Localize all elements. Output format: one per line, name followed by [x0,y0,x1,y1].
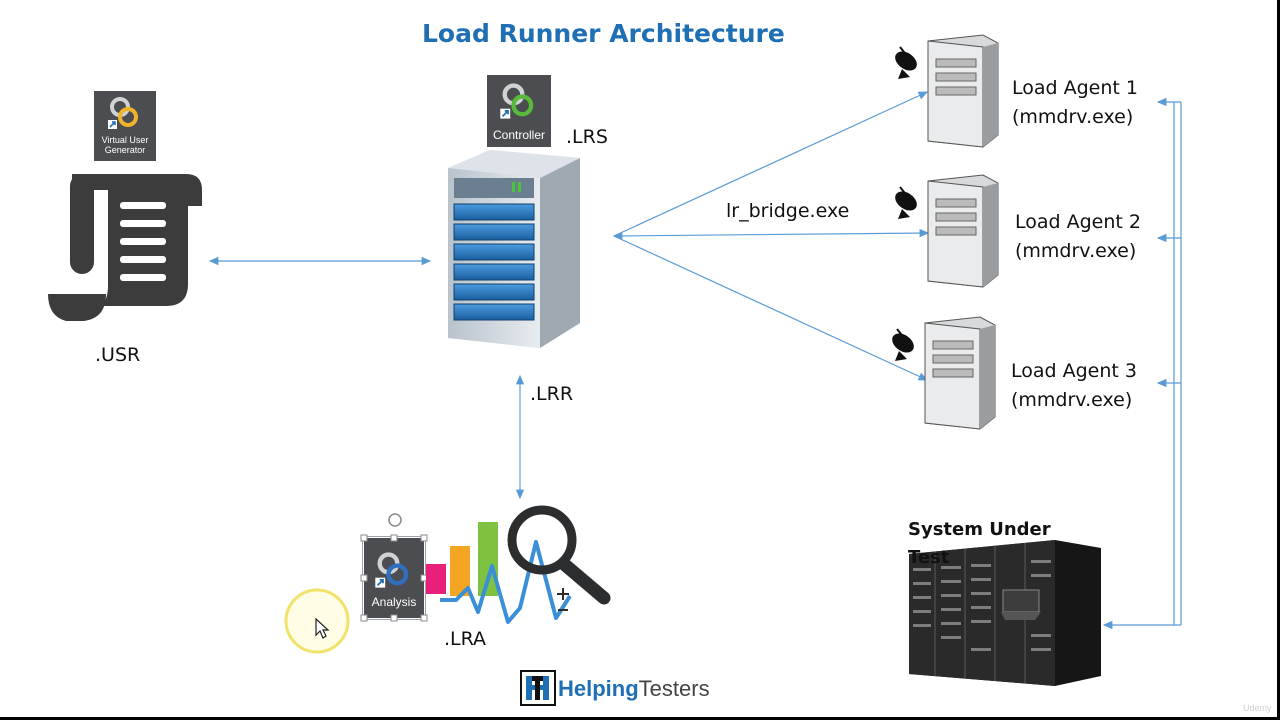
arrow-controller-agent2 [612,228,930,241]
loadrunner-logo-icon [375,552,409,588]
controller-app-icon: Controller [487,75,551,147]
watermark: Udemy [1243,703,1272,713]
load-agent-2-name: Load Agent 2 [1015,211,1141,233]
arrow-controller-agent3 [613,235,929,381]
lrs-extension-label: .LRS [566,126,608,148]
vugen-icon-label: Virtual User Generator [101,135,149,155]
analysis-graph-illustration [360,505,611,624]
load-agent-1-server-icon [895,34,999,148]
analysis-app-icon[interactable]: Analysis [362,536,426,620]
cursor-highlight-icon [284,588,350,654]
vugen-app-icon: Virtual User Generator [94,91,156,161]
helpingtesters-logo-icon [520,670,556,706]
analysis-icon-label: Analysis [371,595,417,609]
load-agent-3-process: (mmdrv.exe) [1011,389,1133,411]
lrr-extension-label: .LRR [530,383,574,405]
controller-server-icon [448,150,580,348]
brand-name-part1: Helping [558,676,639,701]
system-under-test-label: System Under Test [908,519,1051,568]
system-under-test-rack-icon [909,540,1101,686]
lra-extension-label: .LRA [444,628,487,650]
usr-extension-label: .USR [95,344,141,366]
script-scroll-icon [48,174,202,321]
load-agent-1-process: (mmdrv.exe) [1012,106,1134,128]
bridge-process-label: lr_bridge.exe [726,200,850,222]
brand-name: HelpingTesters [558,676,710,702]
selection-handles-icon [360,534,428,622]
rotate-handle-icon [388,513,402,527]
loadrunner-logo-icon [500,83,534,119]
load-agent-3-name: Load Agent 3 [1011,360,1137,382]
controller-icon-label: Controller [492,128,546,142]
load-agent-1-name: Load Agent 1 [1012,77,1138,99]
brand-name-part2: Testers [638,676,710,701]
load-agent-3-server-icon [892,316,996,430]
load-agent-2-server-icon [895,174,999,288]
load-agent-2-process: (mmdrv.exe) [1015,240,1137,262]
diagram-title: Load Runner Architecture [422,19,785,48]
loadrunner-logo-icon [108,97,138,129]
mouse-pointer-icon [315,617,330,639]
arrow-controller-agent1 [613,91,929,237]
